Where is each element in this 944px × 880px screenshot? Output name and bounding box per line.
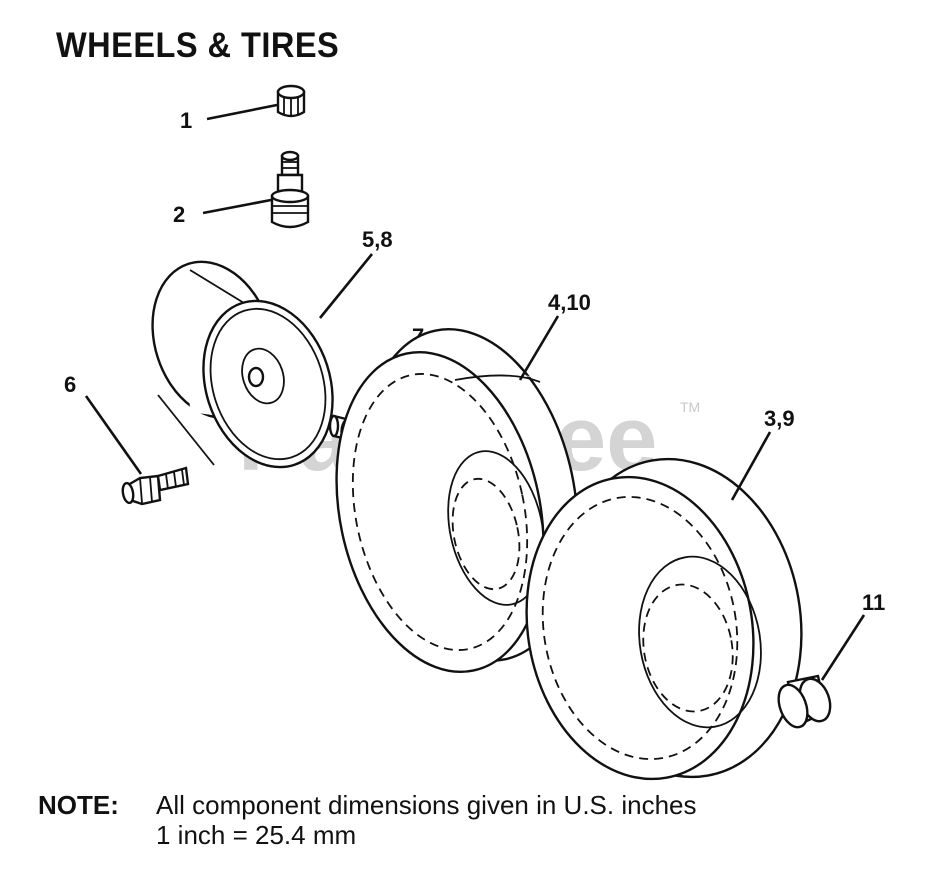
callout-6: 6	[64, 372, 76, 397]
dimension-note: NOTE: All component dimensions given in U…	[38, 790, 697, 850]
callout-1: 1	[180, 108, 192, 133]
leader-line-11	[820, 614, 866, 681]
leader-line-2	[202, 198, 272, 215]
callout-5-8: 5,8	[362, 227, 393, 252]
part-rear-tire	[525, 457, 803, 781]
watermark-tm: TM	[680, 399, 700, 415]
leader-line-3-9	[730, 431, 772, 501]
note-label: NOTE:	[38, 790, 119, 820]
callout-3-9: 3,9	[764, 406, 795, 431]
diagram-title: WHEELS & TIRES	[56, 26, 340, 65]
callout-4-10: 4,10	[548, 290, 591, 315]
leader-line-4-10	[518, 315, 560, 381]
callout-11: 11	[862, 590, 885, 615]
part-front-tire	[335, 328, 579, 674]
leader-line-5-8	[318, 253, 374, 319]
note-line-1: All component dimensions given in U.S. i…	[156, 790, 697, 820]
part-grease-fitting	[121, 466, 190, 506]
part-wheel-rim	[151, 260, 334, 469]
leader-line-1	[206, 103, 278, 121]
leader-line-6	[84, 395, 143, 475]
note-line-2: 1 inch = 25.4 mm	[156, 820, 357, 850]
part-hub-cap	[777, 674, 832, 729]
part-valve-stem	[270, 150, 310, 229]
part-valve-cap	[276, 84, 306, 118]
callout-2: 2	[173, 202, 185, 227]
